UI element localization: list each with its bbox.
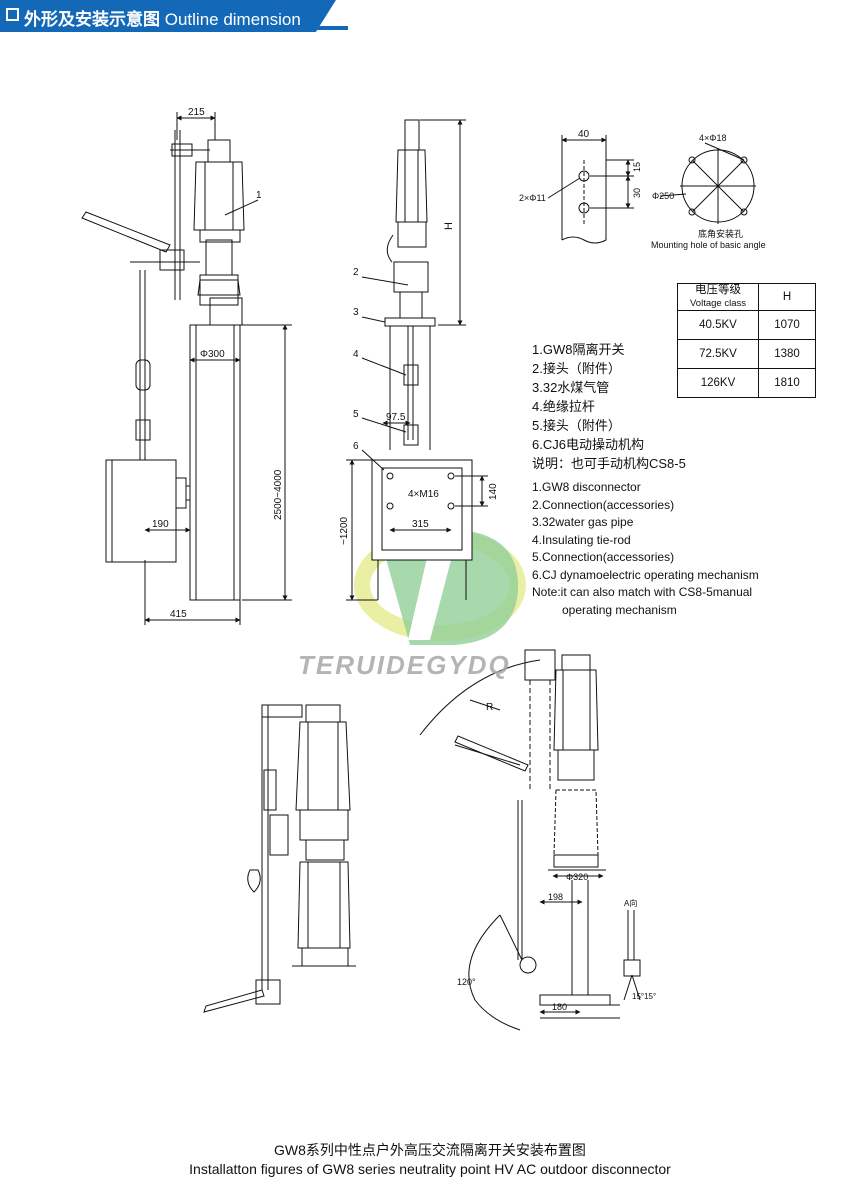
figure-bottom-right: [419, 649, 641, 1031]
legend-en-item: 2.Connection(accessories): [532, 497, 675, 512]
caption-zh: GW8系列中性点户外高压交流隔离开关安装布置图: [274, 1142, 586, 1158]
legend-en-note: Note:it can also match with CS8-5manual: [532, 585, 753, 599]
part-label-5: 5: [353, 409, 359, 420]
figure-bottom-left: [203, 704, 356, 1013]
table-header-voltage: 电压等级 Voltage class: [677, 283, 759, 311]
table-cell-h: 1810: [758, 368, 816, 398]
section-title-en: Outline dimension: [164, 10, 301, 29]
watermark-text: TERUIDEGYDQ: [298, 650, 511, 680]
figure-caption: GW8系列中性点户外高压交流隔离开关安装布置图 Installatton fig…: [0, 1140, 860, 1178]
legend-zh-item: 4.绝缘拉杆: [532, 399, 595, 414]
dim-r: R: [486, 702, 493, 713]
voltage-class-table: 电压等级 Voltage class H 40.5KV 1070 72.5KV …: [677, 283, 816, 398]
dim-415: 415: [170, 609, 187, 620]
dim-40: 40: [578, 129, 590, 140]
section-title: 外形及安装示意图 Outline dimension: [24, 5, 301, 30]
header-underline: [0, 26, 348, 30]
dim-2500-4000: 2500~4000: [273, 469, 284, 520]
legend-en-item: 3.32water gas pipe: [532, 515, 634, 529]
figure-mounting-hole: [547, 135, 756, 244]
table-row: 40.5KV 1070: [677, 310, 816, 340]
table-row: 126KV 1810: [677, 368, 816, 398]
dim-190: 190: [152, 519, 169, 530]
part-label-3: 3: [353, 307, 359, 318]
mounting-label-en: Mounting hole of basic angle: [651, 240, 766, 250]
dim-4xm16: 4×M16: [408, 489, 439, 500]
dim-15-deg: 15°15°: [632, 992, 656, 1001]
table-header-h: H: [758, 283, 816, 311]
dim-h: H: [443, 222, 455, 230]
part-label-1: 1: [256, 190, 262, 201]
legend-zh-item: 2.接头（附件）: [532, 361, 621, 376]
parts-legend: 1.GW8隔离开关 2.接头（附件） 3.32水煤气管 4.绝缘拉杆 5.接头（…: [532, 340, 832, 619]
part-label-6: 6: [353, 441, 359, 452]
dim-phi320: Φ320: [566, 872, 588, 882]
dim-198: 198: [548, 892, 563, 902]
caption-en: Installatton figures of GW8 series neutr…: [189, 1161, 671, 1177]
figure-front-elevation: [346, 119, 488, 601]
table-header-row: 电压等级 Voltage class H: [677, 283, 816, 311]
dim-phi300: Φ300: [200, 349, 225, 360]
table-cell-h: 1380: [758, 339, 816, 369]
table-header-voltage-en: Voltage class: [690, 298, 746, 309]
view-a-label: A向: [624, 898, 637, 908]
dim-2xphi11: 2×Φ11: [519, 193, 546, 203]
legend-en-note-cont: operating mechanism: [562, 602, 677, 617]
dim-30: 30: [632, 188, 642, 198]
dim-4xphi18: 4×Φ18: [699, 133, 726, 143]
table-cell-h: 1070: [758, 310, 816, 340]
table-cell-kv: 72.5KV: [677, 339, 759, 369]
legend-zh-item: 5.接头（附件）: [532, 418, 621, 433]
table-cell-kv: 126KV: [677, 368, 759, 398]
checkbox-square-icon: [6, 8, 19, 21]
section-header: 外形及安装示意图 Outline dimension: [0, 0, 360, 34]
dim-97-5: 97.5: [386, 412, 406, 423]
dim-315: 315: [412, 519, 429, 530]
figure-left-elevation: [81, 112, 292, 625]
dim-1200: ~1200: [339, 516, 350, 545]
dim-180: 180: [552, 1002, 567, 1012]
legend-en-item: 6.CJ dynamoelectric operating mechanism: [532, 567, 759, 582]
legend-en-item: 5.Connection(accessories): [532, 550, 675, 564]
part-label-4: 4: [353, 349, 359, 360]
table-header-voltage-zh: 电压等级: [695, 284, 741, 296]
legend-en-item: 4.Insulating tie-rod: [532, 532, 631, 547]
dim-120-deg: 120°: [457, 977, 476, 987]
part-label-2: 2: [353, 267, 359, 278]
table-row: 72.5KV 1380: [677, 339, 816, 369]
dim-215: 215: [188, 107, 205, 118]
legend-en-item: 1.GW8 disconnector: [532, 480, 641, 494]
legend-zh-note: 说明：也可手动机构CS8-5: [532, 456, 686, 471]
mounting-label-zh: 底角安装孔: [698, 228, 743, 239]
legend-zh-item: 3.32水煤气管: [532, 380, 610, 395]
dim-140: 140: [488, 483, 499, 500]
table-cell-kv: 40.5KV: [677, 310, 759, 340]
dim-phi250: Φ250: [652, 191, 674, 201]
legend-zh-item: 1.GW8隔离开关: [532, 342, 625, 357]
legend-zh-item: 6.CJ6电动操动机构: [532, 437, 644, 452]
section-title-zh: 外形及安装示意图: [24, 10, 160, 29]
dim-15: 15: [632, 162, 642, 172]
